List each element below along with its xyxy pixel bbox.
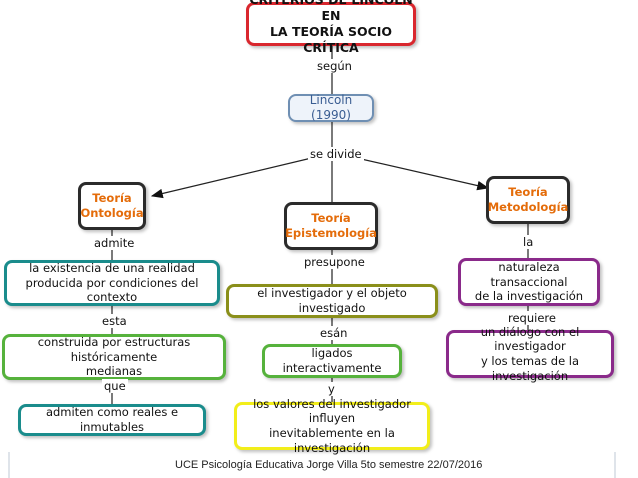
link-label-admite: admite (92, 236, 137, 250)
footer-divider-right (614, 452, 616, 478)
link-label-presupone: presupone (302, 255, 367, 269)
node-valores: los valores del investigador influyen in… (234, 397, 430, 455)
footer-divider-left (8, 452, 10, 478)
branch-epistemologia: Teoría Epistemología (284, 202, 378, 250)
branch-metodologia: Teoría Metodología (486, 176, 570, 224)
node-ligados: ligados interactivamente (262, 344, 402, 378)
node-admiten: admiten como reales e inmutables (18, 404, 206, 436)
node-estructuras: construida por estructuras históricament… (2, 334, 226, 380)
title-node: CRITERIOS DE LINCOLN EN LA TEORÍA SOCIO … (246, 0, 416, 55)
node-realidad: la existencia de una realidad producida … (4, 260, 220, 306)
footer-text: UCE Psicología Educativa Jorge Villa 5to… (175, 459, 483, 471)
source-node: Lincoln (1990) (288, 93, 374, 122)
link-label-segun: según (315, 59, 354, 73)
link-label-que: que (102, 379, 128, 393)
link-label-requiere: requiere (506, 311, 558, 325)
node-investigador-objeto: el investigador y el objeto investigado (226, 284, 438, 318)
node-dialogo: un diálogo con el investigador y los tem… (446, 325, 614, 383)
link-label-la: la (521, 235, 536, 249)
link-label-y: y (326, 382, 337, 396)
link-label-esan: esán (318, 326, 350, 340)
link-label-se-divide: se divide (308, 147, 364, 161)
link-label-esta: esta (100, 314, 129, 328)
branch-ontologia: Teoría Ontología (78, 182, 146, 230)
node-naturaleza: naturaleza transaccional de la investiga… (458, 258, 600, 306)
